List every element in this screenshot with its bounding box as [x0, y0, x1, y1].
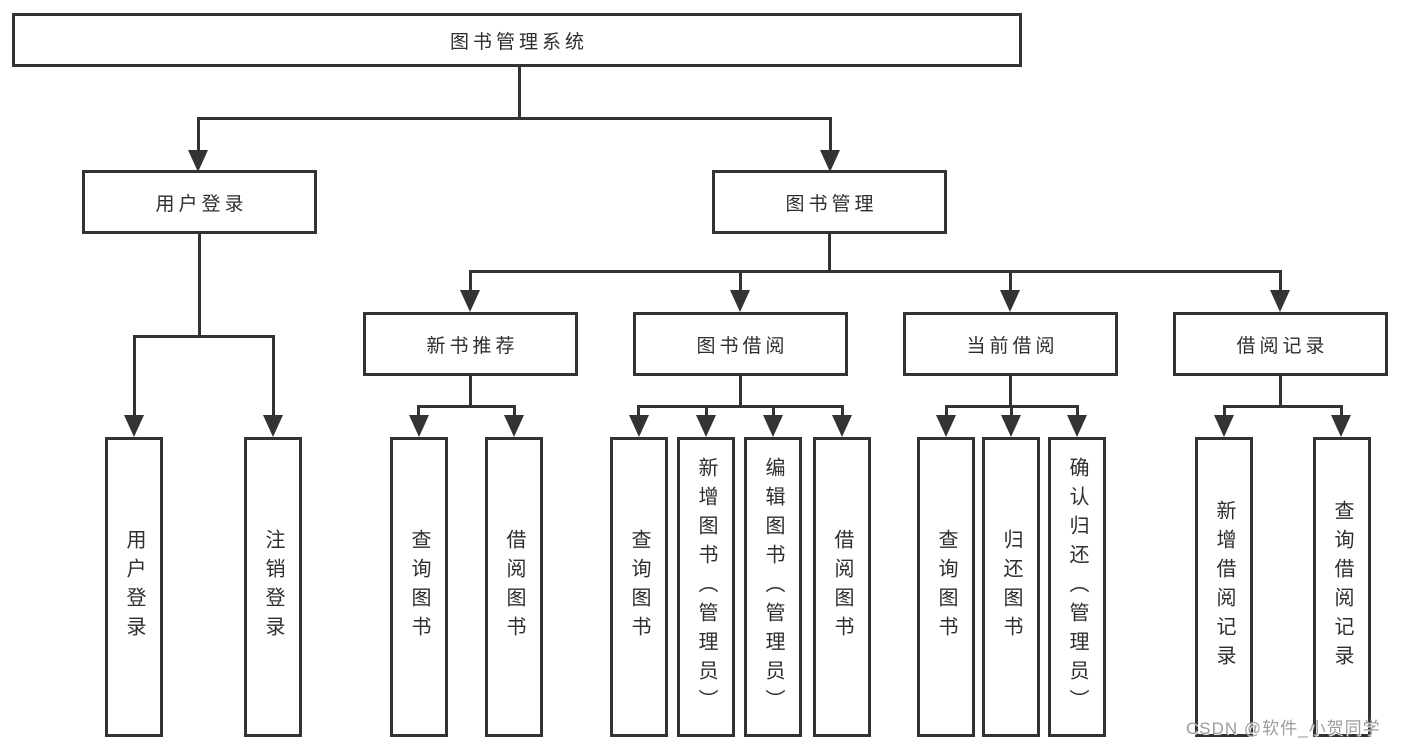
arrow-down-icon — [763, 415, 783, 437]
node-book-borrowing: 图书借阅 — [633, 312, 848, 376]
arrow-down-icon — [629, 415, 649, 437]
connector-line — [513, 405, 516, 418]
connector-line — [197, 117, 832, 120]
leaf-logout: 注销登录 — [244, 437, 302, 737]
node-label: 查询图书 — [408, 529, 430, 645]
connector-line — [1279, 270, 1282, 292]
connector-line — [1279, 374, 1282, 407]
connector-line — [469, 270, 1282, 273]
node-label: 借阅记录 — [1236, 335, 1329, 357]
arrow-down-icon — [1270, 290, 1290, 312]
connector-line — [518, 65, 521, 119]
connector-line — [1010, 405, 1013, 418]
connector-line — [469, 374, 472, 407]
connector-line — [739, 374, 742, 407]
node-label: 新增图书（管理员） — [695, 456, 717, 718]
leaf-query-borrow-record: 查询借阅记录 — [1313, 437, 1371, 737]
leaf-confirm-return-admin: 确认归还（管理员） — [1048, 437, 1106, 737]
node-root-system: 图书管理系统 — [12, 13, 1022, 67]
arrow-down-icon — [1331, 415, 1351, 437]
connector-line — [1009, 270, 1012, 292]
node-book-management-module: 图书管理 — [712, 170, 947, 234]
node-label: 用户登录 — [123, 529, 145, 645]
connector-line — [637, 405, 844, 408]
node-label: 新增借阅记录 — [1213, 500, 1235, 674]
arrow-down-icon — [263, 415, 283, 437]
leaf-borrow-books-2: 借阅图书 — [813, 437, 871, 737]
node-borrowing-records: 借阅记录 — [1173, 312, 1388, 376]
connector-line — [772, 405, 775, 418]
leaf-query-books-2: 查询图书 — [610, 437, 668, 737]
connector-line — [829, 117, 832, 153]
leaf-query-books-3: 查询图书 — [917, 437, 975, 737]
node-label: 编辑图书（管理员） — [762, 456, 784, 718]
connector-line — [945, 405, 948, 418]
arrow-down-icon — [820, 150, 840, 172]
leaf-edit-books-admin: 编辑图书（管理员） — [744, 437, 802, 737]
leaf-return-books: 归还图书 — [982, 437, 1040, 737]
node-user-login-module: 用户登录 — [82, 170, 317, 234]
node-label: 图书管理系统 — [449, 31, 588, 53]
connector-line — [841, 405, 844, 418]
arrow-down-icon — [696, 415, 716, 437]
arrow-down-icon — [124, 415, 144, 437]
connector-line — [1340, 405, 1343, 418]
node-new-book-recommend: 新书推荐 — [363, 312, 578, 376]
node-label: 注销登录 — [262, 529, 284, 645]
leaf-add-books-admin: 新增图书（管理员） — [677, 437, 735, 737]
node-label: 借阅图书 — [503, 529, 525, 645]
connector-line — [705, 405, 708, 418]
connector-line — [469, 270, 472, 292]
arrow-down-icon — [936, 415, 956, 437]
node-label: 用户登录 — [155, 193, 248, 215]
csdn-watermark: CSDN @软件_小贺同学 — [1186, 719, 1381, 738]
connector-line — [828, 232, 831, 273]
connector-line — [197, 117, 200, 153]
arrow-down-icon — [1214, 415, 1234, 437]
node-current-borrowing: 当前借阅 — [903, 312, 1118, 376]
arrow-down-icon — [1001, 415, 1021, 437]
node-label: 当前借阅 — [966, 335, 1059, 357]
connector-line — [1223, 405, 1226, 418]
node-label: 归还图书 — [1000, 529, 1022, 645]
connector-line — [133, 335, 275, 338]
connector-line — [1009, 374, 1012, 407]
connector-line — [637, 405, 640, 418]
node-label: 借阅图书 — [831, 529, 853, 645]
leaf-user-login: 用户登录 — [105, 437, 163, 737]
arrow-down-icon — [1000, 290, 1020, 312]
node-label: 新书推荐 — [426, 335, 519, 357]
arrow-down-icon — [460, 290, 480, 312]
leaf-borrow-books: 借阅图书 — [485, 437, 543, 737]
node-label: 查询图书 — [935, 529, 957, 645]
node-label: 确认归还（管理员） — [1066, 456, 1088, 718]
arrow-down-icon — [188, 150, 208, 172]
node-label: 查询图书 — [628, 529, 650, 645]
arrow-down-icon — [832, 415, 852, 437]
connector-line — [1223, 405, 1343, 408]
connector-line — [133, 335, 136, 417]
leaf-query-books: 查询图书 — [390, 437, 448, 737]
connector-line — [198, 232, 201, 338]
arrow-down-icon — [504, 415, 524, 437]
connector-line — [417, 405, 420, 418]
node-label: 查询借阅记录 — [1331, 500, 1353, 674]
connector-line — [1076, 405, 1079, 418]
connector-line — [417, 405, 516, 408]
node-label: 图书管理 — [785, 193, 878, 215]
arrow-down-icon — [409, 415, 429, 437]
arrow-down-icon — [730, 290, 750, 312]
connector-line — [272, 335, 275, 417]
node-label: 图书借阅 — [696, 335, 789, 357]
connector-line — [739, 270, 742, 292]
arrow-down-icon — [1067, 415, 1087, 437]
leaf-add-borrow-record: 新增借阅记录 — [1195, 437, 1253, 737]
